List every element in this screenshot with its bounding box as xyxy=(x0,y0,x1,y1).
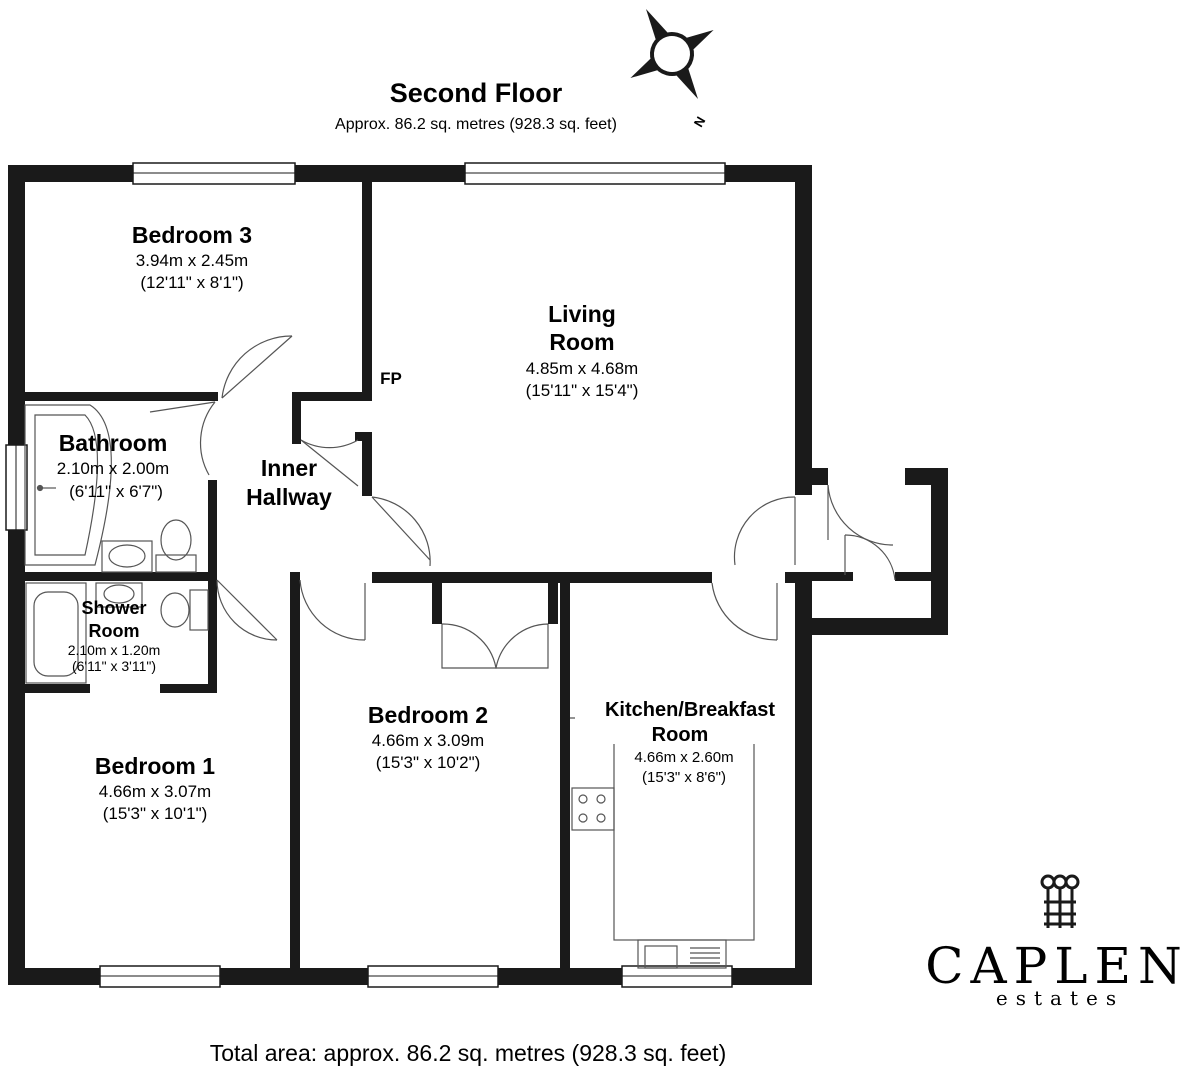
door-living-room xyxy=(371,496,431,567)
interior-walls xyxy=(22,180,935,972)
room-dim-metric: 2.10m x 1.20m xyxy=(68,642,161,658)
room-shower: Shower Room 2.10m x 1.20m (6'11" x 3'11"… xyxy=(68,598,161,674)
caplen-logo: CAPLEN estates xyxy=(925,874,1188,1010)
fireplace-label: FP xyxy=(380,369,402,388)
window-bathroom xyxy=(5,444,28,531)
room-bedroom2: Bedroom 2 4.66m x 3.09m (15'3" x 10'2") xyxy=(368,702,488,772)
room-dim-metric: 4.85m x 4.68m xyxy=(526,359,638,378)
room-dim-metric: 3.94m x 2.45m xyxy=(136,251,248,270)
room-dim-imperial: (15'11" x 15'4") xyxy=(526,381,639,400)
room-name-line1: Kitchen/Breakfast xyxy=(605,699,775,721)
room-name-line2: Hallway xyxy=(246,484,332,510)
window-bedroom2 xyxy=(367,965,499,988)
room-living: Living Room 4.85m x 4.68m (15'11" x 15'4… xyxy=(526,301,639,400)
room-dim-metric: 4.66m x 3.09m xyxy=(372,731,484,750)
room-dim-imperial: (15'3" x 10'1") xyxy=(103,804,208,823)
brand-tagline: estates xyxy=(996,986,1124,1010)
compass-north-label: N xyxy=(691,114,709,130)
room-name-line1: Inner xyxy=(261,455,317,481)
door-bedroom1 xyxy=(216,579,278,641)
room-name: Bedroom 2 xyxy=(368,702,488,728)
room-dim-imperial: (15'3" x 8'6") xyxy=(642,769,726,786)
room-name-line2: Room xyxy=(652,724,709,746)
room-dim-imperial: (6'11" x 3'11") xyxy=(72,658,156,674)
keys-icon xyxy=(1040,874,1080,928)
room-name: Bedroom 1 xyxy=(95,753,215,779)
room-name-line1: Living xyxy=(548,301,616,327)
door-wardrobe xyxy=(441,623,549,669)
total-area: Total area: approx. 86.2 sq. metres (928… xyxy=(210,1040,727,1066)
compass-icon xyxy=(630,8,714,100)
room-kitchen: Kitchen/Breakfast Room 4.66m x 2.60m (15… xyxy=(575,696,795,786)
toilet-shower-icon xyxy=(160,589,209,631)
room-dim-metric: 4.66m x 3.07m xyxy=(99,782,211,801)
window-living-room xyxy=(464,162,726,185)
room-bedroom1: Bedroom 1 4.66m x 3.07m (15'3" x 10'1") xyxy=(95,753,215,823)
door-bathroom xyxy=(149,401,216,476)
door-bedroom3 xyxy=(221,335,293,399)
room-dim-imperial: (6'11" x 6'7") xyxy=(69,482,163,501)
window-bedroom3 xyxy=(132,162,296,185)
room-name-line1: Shower xyxy=(81,598,146,618)
toilet-bathroom-icon xyxy=(155,519,197,573)
room-name-line2: Room xyxy=(89,621,140,641)
brand-name: CAPLEN xyxy=(925,937,1188,995)
floor-title: Second Floor xyxy=(390,78,563,108)
door-living-side xyxy=(733,496,796,566)
room-bedroom3: Bedroom 3 3.94m x 2.45m (12'11" x 8'1") xyxy=(132,222,252,292)
window-kitchen xyxy=(621,965,733,988)
windows xyxy=(5,162,733,988)
bath-icon xyxy=(24,404,112,566)
floor-area: Approx. 86.2 sq. metres (928.3 sq. feet) xyxy=(335,116,617,133)
sink-bathroom-icon xyxy=(101,540,153,573)
door-cupboard-hall xyxy=(300,439,359,487)
door-cupboard-outer xyxy=(827,484,896,581)
sink-shower-icon xyxy=(95,582,143,608)
room-dim-imperial: (15'3" x 10'2") xyxy=(376,753,481,772)
doors xyxy=(149,335,896,669)
door-kitchen xyxy=(711,582,778,641)
room-dim-metric: 2.10m x 2.00m xyxy=(57,459,169,478)
door-bedroom2 xyxy=(299,579,366,641)
shower-tray-icon xyxy=(25,582,87,684)
room-name-line2: Room xyxy=(549,329,614,355)
room-bathroom: Bathroom 2.10m x 2.00m (6'11" x 6'7") xyxy=(57,430,169,501)
window-bedroom1 xyxy=(99,965,221,988)
room-name: Bathroom xyxy=(59,430,168,456)
room-dim-metric: 4.66m x 2.60m xyxy=(634,749,733,766)
room-dim-imperial: (12'11" x 8'1") xyxy=(140,273,243,292)
room-hallway: Inner Hallway xyxy=(246,455,332,510)
room-name: Bedroom 3 xyxy=(132,222,252,248)
